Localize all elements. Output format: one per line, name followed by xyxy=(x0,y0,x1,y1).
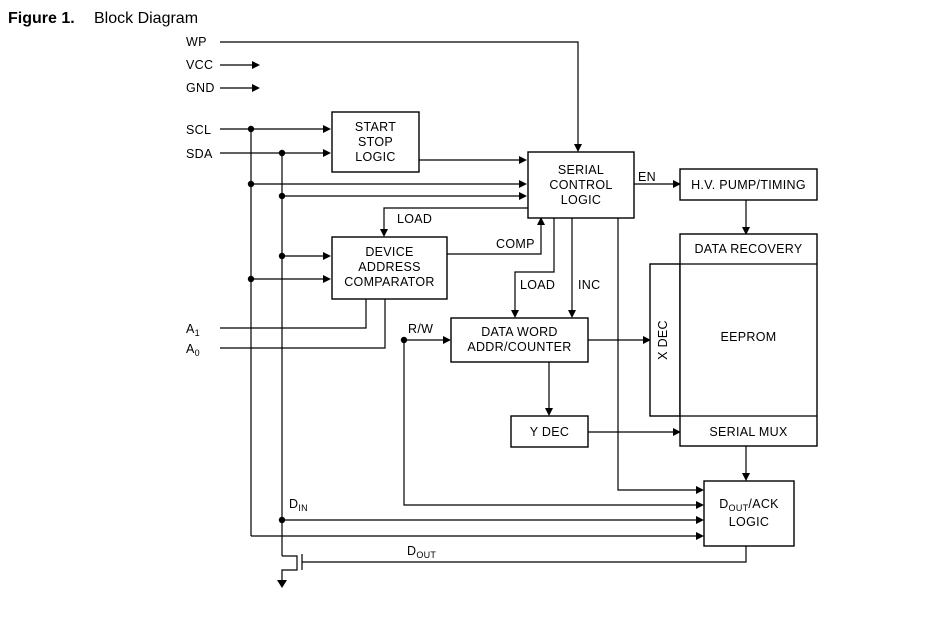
device-address-comparator-block: DEVICE ADDRESS COMPARATOR xyxy=(331,236,448,300)
svg-text:CONTROL: CONTROL xyxy=(549,178,612,192)
signal-inc-label: INC xyxy=(578,278,600,292)
y-dec-block: Y DEC xyxy=(510,415,589,448)
svg-text:SERIAL: SERIAL xyxy=(558,163,604,177)
svg-text:H.V. PUMP/TIMING: H.V. PUMP/TIMING xyxy=(691,178,806,192)
arrowheads xyxy=(252,61,750,588)
svg-text:X DEC: X DEC xyxy=(656,320,670,360)
pin-a0-label: A0 xyxy=(186,342,200,358)
signal-din-label: DIN xyxy=(289,497,308,513)
signal-dout-label: DOUT xyxy=(407,544,436,560)
hv-pump-timing-block: H.V. PUMP/TIMING xyxy=(679,168,818,201)
signal-rw-label: R/W xyxy=(408,322,433,336)
eeprom-array-block: DATA RECOVERY EEPROM SERIAL MUX xyxy=(679,233,818,447)
start-stop-logic-block: START STOP LOGIC xyxy=(331,111,420,173)
data-word-addr-counter-block: DATA WORD ADDR/COUNTER xyxy=(450,317,589,363)
svg-text:DOUT/ACK: DOUT/ACK xyxy=(719,497,779,513)
pin-vcc-label: VCC xyxy=(186,58,213,72)
signal-en-label: EN xyxy=(638,170,656,184)
svg-text:Y DEC: Y DEC xyxy=(530,425,569,439)
signal-load-top-label: LOAD xyxy=(397,212,432,226)
svg-text:LOGIC: LOGIC xyxy=(729,515,769,529)
svg-text:ADDRESS: ADDRESS xyxy=(358,260,421,274)
junction-dots xyxy=(247,125,408,524)
svg-text:DATA WORD: DATA WORD xyxy=(481,325,558,339)
serial-mux-label: SERIAL MUX xyxy=(709,425,788,439)
svg-text:DEVICE: DEVICE xyxy=(365,245,413,259)
serial-control-logic-block: SERIAL CONTROL LOGIC xyxy=(527,151,635,219)
svg-text:STOP: STOP xyxy=(358,135,393,149)
wires xyxy=(220,41,747,584)
data-recovery-label: DATA RECOVERY xyxy=(694,242,802,256)
pin-wp-label: WP xyxy=(186,35,207,49)
svg-text:ADDR/COUNTER: ADDR/COUNTER xyxy=(467,340,571,354)
eeprom-label: EEPROM xyxy=(721,330,777,344)
figure-title: Block Diagram xyxy=(94,10,198,27)
pin-gnd-label: GND xyxy=(186,81,215,95)
figure-number: Figure 1. xyxy=(8,10,75,27)
dout-ack-logic-block: DOUT/ACK LOGIC xyxy=(703,480,795,547)
svg-text:LOGIC: LOGIC xyxy=(355,150,395,164)
signal-comp-label: COMP xyxy=(496,237,535,251)
pin-scl-label: SCL xyxy=(186,123,211,137)
pin-sda-label: SDA xyxy=(186,147,213,161)
svg-text:START: START xyxy=(355,120,396,134)
svg-text:LOGIC: LOGIC xyxy=(561,193,601,207)
x-dec-block: X DEC xyxy=(649,263,681,417)
svg-text:COMPARATOR: COMPARATOR xyxy=(344,275,435,289)
pin-a1-label: A1 xyxy=(186,322,200,338)
signal-load-mid-label: LOAD xyxy=(520,278,555,292)
